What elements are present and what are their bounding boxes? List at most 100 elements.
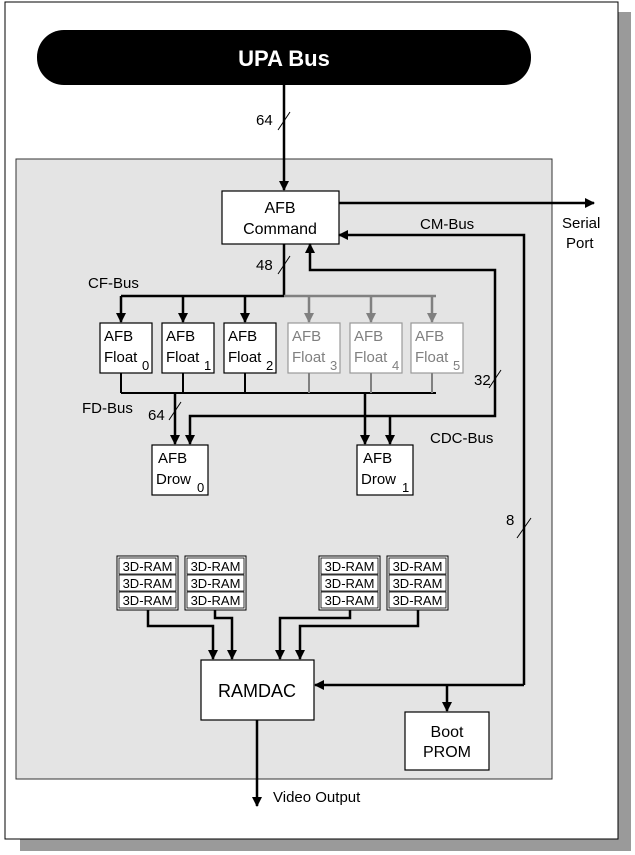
- afb-float-line1: AFB: [354, 328, 383, 345]
- ram-stack-3: 3D-RAM 3D-RAM 3D-RAM: [318, 555, 381, 611]
- afb-float-box: [99, 322, 153, 374]
- ram-group: 3D-RAM3D-RAM3D-RAM3D-RAM3D-RAM3D-RAM3D-R…: [116, 555, 449, 611]
- serial-port-line1: Serial: [562, 215, 600, 232]
- afb-drow-line1: AFB: [363, 450, 392, 467]
- afb-command-box: [221, 190, 340, 245]
- ram-stack-4-arrow: [295, 610, 420, 660]
- cm-width-tick: [516, 517, 532, 539]
- afb-float-line1: AFB: [166, 328, 195, 345]
- afb-float-line1: AFB: [415, 328, 444, 345]
- afb-float-index: 0: [142, 358, 149, 373]
- ram-chip: [186, 574, 245, 592]
- afb-drow-line1: AFB: [158, 450, 187, 467]
- cm-bus-line: [338, 230, 526, 685]
- ram-stack-2-arrow: [213, 610, 237, 660]
- ram-chip-label: 3D-RAM: [191, 576, 241, 591]
- ram-chip: [186, 557, 245, 575]
- afb-float-3: AFB Float 3: [287, 322, 341, 374]
- cdc-bus-line: [305, 243, 497, 418]
- ram-stack-3-arrow: [275, 610, 352, 660]
- afb-float-index: 3: [330, 358, 337, 373]
- ram-chip-label: 3D-RAM: [191, 593, 241, 608]
- fd-bus-stubs: [120, 373, 433, 393]
- afb-drow-box: [356, 444, 414, 496]
- cf-bus-drops: [116, 296, 437, 323]
- cm-width-label: 8: [506, 512, 514, 529]
- cm-bus-label: CM-Bus: [420, 216, 474, 233]
- afb-drow-box: [151, 444, 209, 496]
- afb-command-line2: Command: [243, 221, 317, 238]
- afb-drow-index: 1: [402, 480, 409, 495]
- afb-float-2: AFB Float 2: [223, 322, 277, 374]
- ram-chip: [118, 557, 177, 575]
- ram-chip-label: 3D-RAM: [325, 593, 375, 608]
- afb-float-line1: AFB: [292, 328, 321, 345]
- ram-chip: [118, 574, 177, 592]
- afb-float-0: AFB Float 0: [99, 322, 153, 374]
- afb-float-line2: Float: [104, 349, 138, 366]
- ram-chip-label: 3D-RAM: [325, 576, 375, 591]
- afb-float-line1: AFB: [104, 328, 133, 345]
- ram-chip: [186, 591, 245, 609]
- cf-width-tick: [277, 255, 291, 275]
- boot-prom-line1: Boot: [431, 724, 464, 741]
- cdc-width-tick: [488, 369, 502, 389]
- fd-bus-label: FD-Bus: [82, 400, 133, 417]
- ram-chip-label: 3D-RAM: [123, 576, 173, 591]
- upa-bus-title: UPA Bus: [238, 46, 330, 71]
- afb-float-index: 1: [204, 358, 211, 373]
- serial-port-line2: Port: [566, 235, 594, 252]
- upa-bus-bar: [37, 30, 531, 85]
- cf-width-label: 48: [256, 257, 273, 274]
- ram-chip-label: 3D-RAM: [393, 576, 443, 591]
- afb-drow-line2: Drow: [156, 471, 191, 488]
- afb-float-box: [223, 322, 277, 374]
- afb-float-line2: Float: [415, 349, 449, 366]
- upa-width-label: 64: [256, 112, 273, 129]
- ram-stack-2: 3D-RAM 3D-RAM 3D-RAM: [184, 555, 247, 611]
- afb-float-line1: AFB: [228, 328, 257, 345]
- afb-float-index: 4: [392, 358, 399, 373]
- ram-chip: [320, 557, 379, 575]
- ramdac-label: RAMDAC: [218, 681, 296, 701]
- cdc-width-label: 32: [474, 372, 491, 389]
- cdc-bus-label: CDC-Bus: [430, 430, 493, 447]
- afb-drow-index: 0: [197, 480, 204, 495]
- upa-width-tick: [277, 111, 291, 131]
- afb-float-line2: Float: [292, 349, 326, 366]
- ram-stack-4: 3D-RAM 3D-RAM 3D-RAM: [386, 555, 449, 611]
- ram-chip: [388, 557, 447, 575]
- cf-bus-label: CF-Bus: [88, 275, 139, 292]
- afb-float-line2: Float: [228, 349, 262, 366]
- fd-width-label: 64: [148, 407, 165, 424]
- afb-float-index: 5: [453, 358, 460, 373]
- ram-chip: [320, 574, 379, 592]
- ram-chip-label: 3D-RAM: [191, 559, 241, 574]
- ram-stack-1-arrow: [146, 610, 218, 660]
- ram-chip-label: 3D-RAM: [393, 593, 443, 608]
- afb-command-line1: AFB: [264, 200, 295, 217]
- video-output-label: Video Output: [273, 789, 361, 806]
- afb-float-4: AFB Float 4: [349, 322, 403, 374]
- cdc-to-drow0-arrow: [185, 414, 390, 445]
- boot-prom-box: [404, 711, 490, 771]
- afb-float-line2: Float: [354, 349, 388, 366]
- afb-float-box: [287, 322, 341, 374]
- ram-chip-label: 3D-RAM: [393, 559, 443, 574]
- ram-chip-label: 3D-RAM: [325, 559, 375, 574]
- afb-drow-0: AFB Drow 0: [151, 444, 209, 496]
- afb-float-5: AFB Float 5: [410, 322, 464, 374]
- ram-chip: [320, 591, 379, 609]
- ramdac-box: [200, 659, 315, 721]
- ram-chip: [388, 574, 447, 592]
- afb-float-box: [349, 322, 403, 374]
- ram-chip-label: 3D-RAM: [123, 593, 173, 608]
- afb-float-index: 2: [266, 358, 273, 373]
- ram-chip: [388, 591, 447, 609]
